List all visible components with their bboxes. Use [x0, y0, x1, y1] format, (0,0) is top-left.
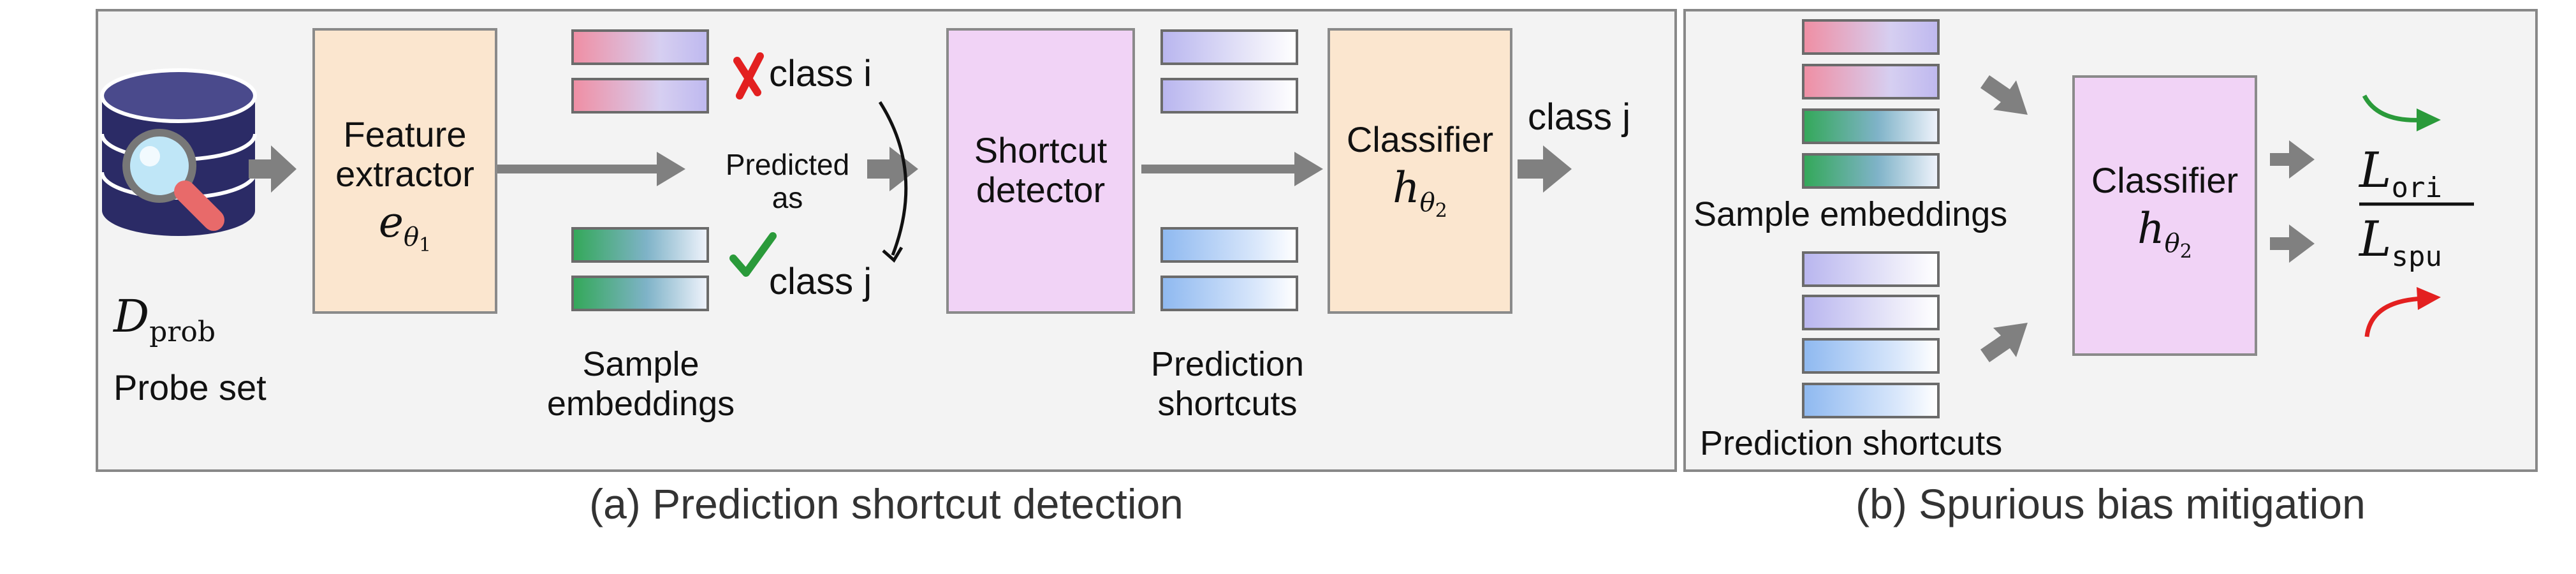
output-class-label: class j [1528, 96, 1631, 138]
loss-ori: Lori [2359, 142, 2442, 205]
probe-set-symbol: Dprob [113, 290, 216, 348]
arrow-shortcuts-to-classifier [1980, 323, 2028, 362]
feature-extractor-param: eθ1 [378, 198, 432, 257]
classifier-param-a: hθ2 [1393, 163, 1447, 223]
arrows-panel-a [249, 145, 1572, 193]
classifier-box-a [1328, 28, 1512, 314]
classifier-box-b [2072, 75, 2257, 356]
arrow-classifier-to-output [1518, 145, 1572, 193]
shortcut-embedding-2 [1160, 78, 1298, 114]
feature-extractor-box [312, 28, 497, 314]
b-shortcut-2 [1802, 295, 1940, 330]
classifier-label-a: Classifier [1346, 119, 1494, 159]
classifier-param-b: hθ2 [2137, 204, 2192, 263]
arrow-predicted-to-detector [867, 147, 918, 191]
embedding-right-1 [571, 227, 709, 263]
arrow-sample-to-classifier [1980, 75, 2028, 115]
shortcut-embedding-1 [1160, 29, 1298, 65]
b-embedding-1 [1802, 19, 1940, 55]
predicted-as-label: Predicted as [725, 148, 850, 214]
b-embedding-3 [1802, 108, 1940, 144]
loss-spu: Lspu [2359, 210, 2442, 274]
curved-arrow-class-i-to-j [878, 101, 908, 256]
embedding-wrong-1 [571, 29, 709, 65]
loss-ori-curve-arrow [2362, 94, 2441, 131]
shortcut-embedding-3 [1160, 227, 1298, 263]
shortcut-embedding-4 [1160, 276, 1298, 311]
feature-extractor-label: Feature extractor [335, 114, 474, 194]
arrow-extractor-to-predicted [497, 152, 685, 186]
probe-set-label: Probe set [113, 367, 267, 408]
caption-b: (b) Spurious bias mitigation [1855, 480, 2366, 527]
arrow-classifier-to-loss-ori [2270, 140, 2315, 179]
check-mark-icon [729, 232, 777, 277]
embedding-wrong-2 [571, 78, 709, 114]
arrow-classifier-to-loss-spu [2270, 224, 2315, 263]
prediction-shortcuts-label-b: Prediction shortcuts [1700, 424, 2003, 462]
caption-a: (a) Prediction shortcut detection [589, 480, 1183, 527]
b-embedding-4 [1802, 153, 1940, 189]
b-embedding-2 [1802, 64, 1940, 99]
classifier-label-b: Classifier [2091, 160, 2239, 200]
b-shortcut-3 [1802, 338, 1940, 374]
b-shortcut-1 [1802, 251, 1940, 287]
loss-spu-curve-arrow [2364, 287, 2441, 337]
b-shortcut-4 [1802, 383, 1940, 418]
right-class-label: class j [769, 261, 872, 302]
embedding-right-2 [571, 276, 709, 311]
arrow-detector-to-classifier [1141, 152, 1323, 186]
arrow-probe-to-extractor [249, 145, 296, 193]
wrong-class-label: class i [769, 53, 872, 94]
cross-mark-icon [733, 52, 764, 99]
sample-embeddings-label-a: Sample embeddings [546, 345, 735, 423]
shortcut-detector-label: Shortcut detector [974, 130, 1108, 210]
database-search-icon [100, 68, 257, 236]
arrows-panel-b [1980, 75, 2315, 362]
sample-embeddings-label-b: Sample embeddings [1694, 195, 2008, 233]
shortcut-detector-box [946, 28, 1135, 314]
prediction-shortcuts-label-a: Prediction shortcuts [1150, 345, 1305, 423]
